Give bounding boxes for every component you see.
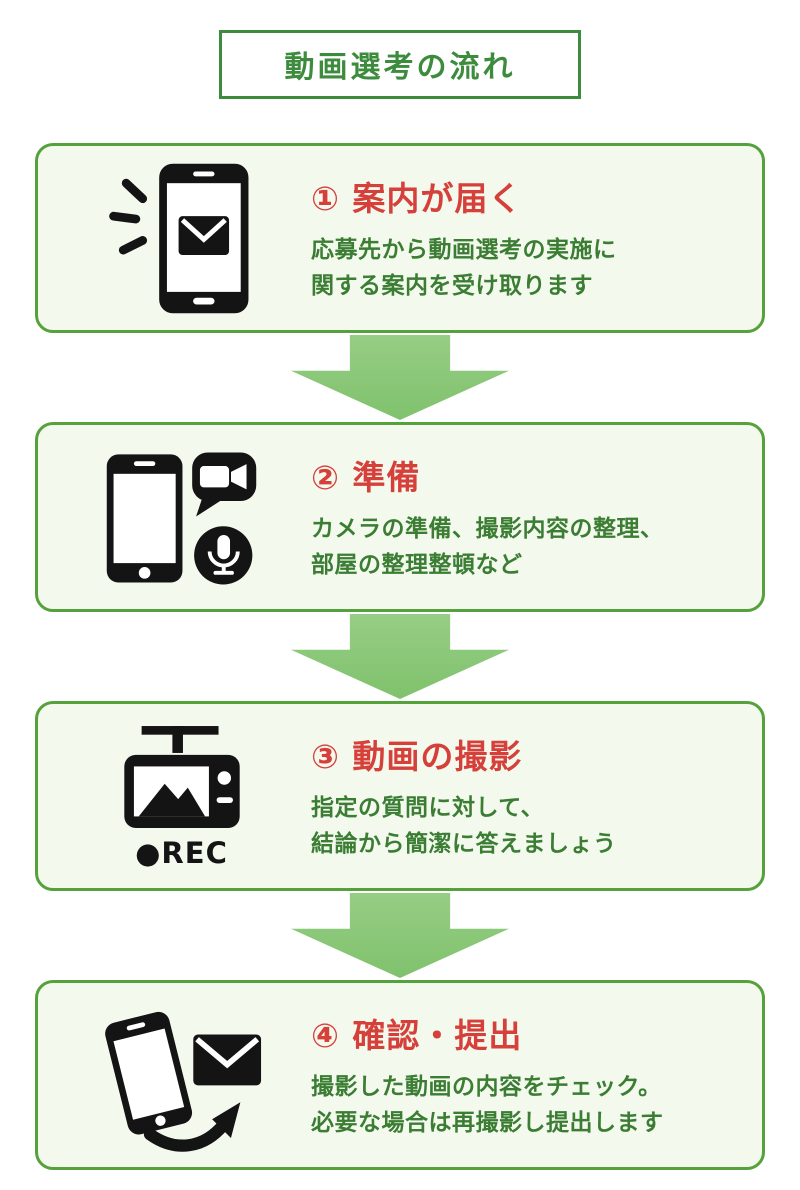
step-1-icon-area bbox=[64, 156, 299, 321]
step-2-box: ② 準備 カメラの準備、撮影内容の整理、 部屋の整理整頓など bbox=[35, 422, 765, 612]
step-2-text: ② 準備 カメラの準備、撮影内容の整理、 部屋の整理整頓など bbox=[299, 451, 732, 583]
step-1-box: ① 案内が届く 応募先から動画選考の実施に 関する案内を受け取ります bbox=[35, 143, 765, 333]
smartphone-send-mail-icon bbox=[104, 1011, 261, 1152]
down-arrow-1 bbox=[291, 335, 509, 420]
video-camera-rec-icon bbox=[123, 726, 240, 828]
smartphone-video-chat-mic-icon bbox=[106, 451, 257, 584]
step-3-box: ●REC ③ 動画の撮影 指定の質問に対して、 結論から簡潔に答えましょう bbox=[35, 701, 765, 891]
page-title: 動画選考の流れ bbox=[284, 50, 516, 85]
step-3-icon-area: ●REC bbox=[64, 722, 299, 870]
down-arrow-2 bbox=[291, 614, 509, 699]
step-2-icon-area bbox=[64, 435, 299, 600]
step-4-heading: ④ 確認・提出 bbox=[311, 1015, 523, 1055]
step-2-body: カメラの準備、撮影内容の整理、 部屋の整理整頓など bbox=[311, 515, 664, 578]
step-4-box: ④ 確認・提出 撮影した動画の内容をチェック。 必要な場合は再撮影し提出します bbox=[35, 980, 765, 1170]
down-arrow-3 bbox=[291, 893, 509, 978]
step-1-text: ① 案内が届く 応募先から動画選考の実施に 関する案内を受け取ります bbox=[299, 172, 732, 304]
step-1-body: 応募先から動画選考の実施に 関する案内を受け取ります bbox=[311, 236, 617, 299]
step-3-body: 指定の質問に対して、 結論から簡潔に答えましょう bbox=[311, 794, 617, 857]
step-3-text: ③ 動画の撮影 指定の質問に対して、 結論から簡潔に答えましょう bbox=[299, 730, 732, 862]
step-4-body: 撮影した動画の内容をチェック。 必要な場合は再撮影し提出します bbox=[311, 1073, 664, 1136]
step-1-heading: ① 案内が届く bbox=[311, 178, 523, 218]
step-4-text: ④ 確認・提出 撮影した動画の内容をチェック。 必要な場合は再撮影し提出します bbox=[299, 1009, 732, 1141]
step-3-heading: ③ 動画の撮影 bbox=[311, 736, 523, 776]
step-2-heading: ② 準備 bbox=[311, 457, 421, 497]
rec-label: ●REC bbox=[135, 836, 228, 870]
smartphone-notification-mail-icon bbox=[109, 163, 249, 313]
step-4-icon-area bbox=[64, 995, 299, 1155]
title-box: 動画選考の流れ bbox=[219, 30, 581, 99]
